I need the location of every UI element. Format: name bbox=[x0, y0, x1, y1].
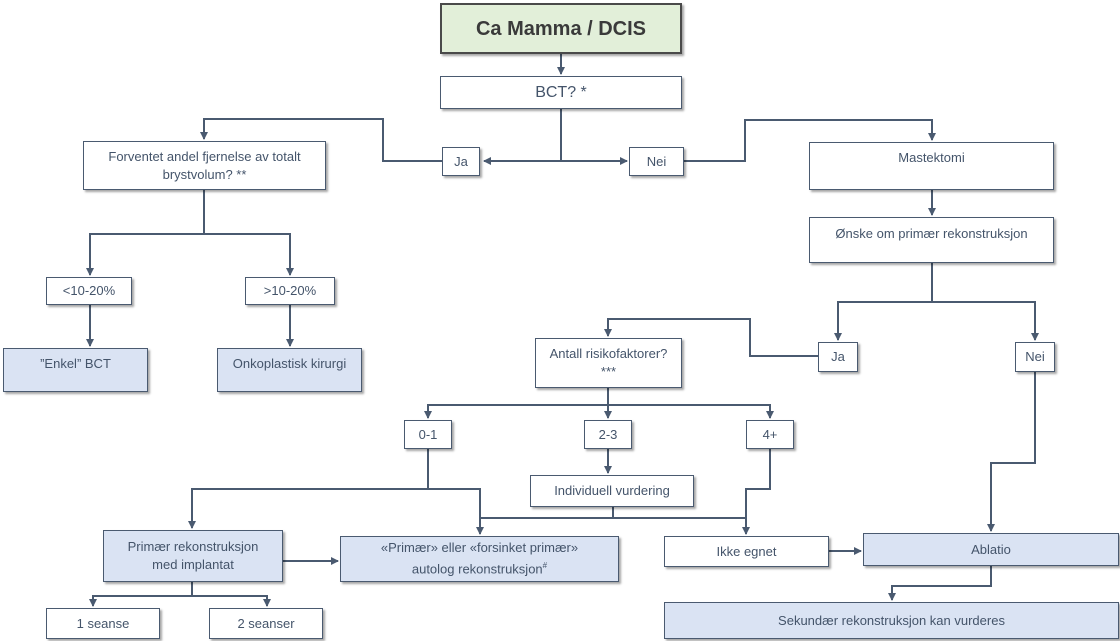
edge-nei-mastektomi bbox=[684, 119, 936, 162]
autolog-node: «Primær» eller «forsinket primær» autolo… bbox=[340, 536, 619, 582]
edge-nei-ablatio bbox=[987, 372, 1036, 532]
to-seanser-text: 2 seanser bbox=[237, 615, 295, 631]
r23-text: 2-3 bbox=[598, 426, 618, 442]
autolog-line2: autolog rekonstruksjon bbox=[411, 561, 543, 577]
ja-right-node: Ja bbox=[818, 342, 858, 372]
edge-01-primaer bbox=[188, 449, 429, 529]
individuell-text: Individuell vurdering bbox=[554, 483, 670, 498]
lt-10-20-node: <10-20% bbox=[46, 277, 132, 305]
edge-01-autolog bbox=[428, 488, 484, 535]
edge-ja-forventet bbox=[200, 118, 442, 162]
bct-node: BCT? * bbox=[440, 76, 682, 109]
edge-ja-antall bbox=[604, 318, 818, 357]
onske-node: Ønske om primær rekonstruksjon bbox=[809, 217, 1054, 263]
onske-text: Ønske om primær rekonstruksjon bbox=[835, 226, 1028, 241]
edge-individuell-split bbox=[480, 507, 614, 519]
nei-top-node: Nei bbox=[629, 147, 684, 176]
onkoplastisk-text: Onkoplastisk kirurgi bbox=[232, 356, 347, 371]
nei-right-text: Nei bbox=[1025, 349, 1045, 364]
individuell-node: Individuell vurdering bbox=[530, 475, 694, 507]
r4-node: 4+ bbox=[746, 420, 794, 449]
sekundaer-text: Sekundær rekonstruksjon kan vurderes bbox=[778, 612, 1005, 628]
primaer-implantat-node: Primær rekonstruksjon med implantat bbox=[103, 530, 283, 582]
sekundaer-node: Sekundær rekonstruksjon kan vurderes bbox=[664, 602, 1119, 639]
antall-node: Antall risikofaktorer? *** bbox=[535, 338, 682, 388]
edge-antall-split bbox=[424, 388, 609, 419]
edge-ablatio-sekundaer bbox=[888, 566, 992, 601]
r01-text: 0-1 bbox=[418, 426, 438, 442]
edge-bct-ja bbox=[483, 109, 562, 165]
edge-forventet-gt bbox=[204, 233, 294, 276]
onkoplastisk-node: Onkoplastisk kirurgi bbox=[217, 348, 362, 392]
gt-10-20-text: >10-20% bbox=[263, 283, 317, 298]
autolog-line1: «Primær» eller «forsinket primær» bbox=[380, 540, 579, 556]
lt-10-20-text: <10-20% bbox=[62, 283, 116, 298]
edge-4-ikke bbox=[745, 449, 771, 518]
autolog-line2-wrap: autolog rekonstruksjon# bbox=[412, 557, 547, 578]
edge-onske-nei bbox=[932, 301, 1039, 341]
primaer-line1: Primær rekonstruksjon bbox=[127, 539, 259, 554]
title-text: Ca Mamma / DCIS bbox=[475, 17, 647, 40]
r01-node: 0-1 bbox=[404, 420, 452, 449]
nei-top-text: Nei bbox=[646, 153, 667, 169]
forventet-node: Forventet andel fjernelse av totalt brys… bbox=[83, 141, 326, 190]
gt-10-20-node: >10-20% bbox=[245, 277, 335, 305]
ablatio-text: Ablatio bbox=[971, 542, 1011, 557]
mastektomi-node: Mastektomi bbox=[809, 142, 1054, 190]
title-node: Ca Mamma / DCIS bbox=[440, 3, 682, 54]
autolog-footnote-mark: # bbox=[542, 561, 548, 571]
r23-node: 2-3 bbox=[584, 420, 632, 449]
edge-onske-ja bbox=[834, 263, 933, 341]
edge-individuell-ikke bbox=[613, 517, 750, 535]
r4-text: 4+ bbox=[762, 426, 778, 442]
ja-left-text: Ja bbox=[454, 153, 468, 169]
edge-antall-4 bbox=[608, 404, 774, 419]
antall-line1: Antall risikofaktorer? bbox=[549, 346, 668, 361]
edge-forventet-split bbox=[86, 190, 205, 276]
enkel-bct-text: ”Enkel” BCT bbox=[40, 356, 111, 371]
to-seanser-node: 2 seanser bbox=[209, 608, 323, 639]
ja-right-text: Ja bbox=[831, 349, 845, 364]
antall-line2: *** bbox=[600, 364, 617, 379]
ikke-egnet-text: Ikke egnet bbox=[716, 543, 777, 559]
nei-right-node: Nei bbox=[1015, 342, 1055, 372]
en-seanse-text: 1 seanse bbox=[76, 615, 130, 631]
bct-text: BCT? * bbox=[535, 83, 587, 101]
enkel-bct-node: ”Enkel” BCT bbox=[3, 348, 148, 392]
forventet-line1: Forventet andel fjernelse av totalt bbox=[108, 148, 301, 164]
primaer-line2: med implantat bbox=[152, 557, 234, 572]
ja-left-node: Ja bbox=[442, 147, 480, 176]
ablatio-node: Ablatio bbox=[863, 533, 1119, 566]
edge-primaer-seanse bbox=[89, 582, 193, 607]
en-seanse-node: 1 seanse bbox=[46, 608, 160, 639]
ikke-egnet-node: Ikke egnet bbox=[664, 536, 829, 567]
forventet-line2: brystvolum? ** bbox=[162, 166, 247, 182]
edge-primaer-seanser bbox=[192, 595, 271, 607]
mastektomi-text: Mastektomi bbox=[898, 150, 965, 165]
